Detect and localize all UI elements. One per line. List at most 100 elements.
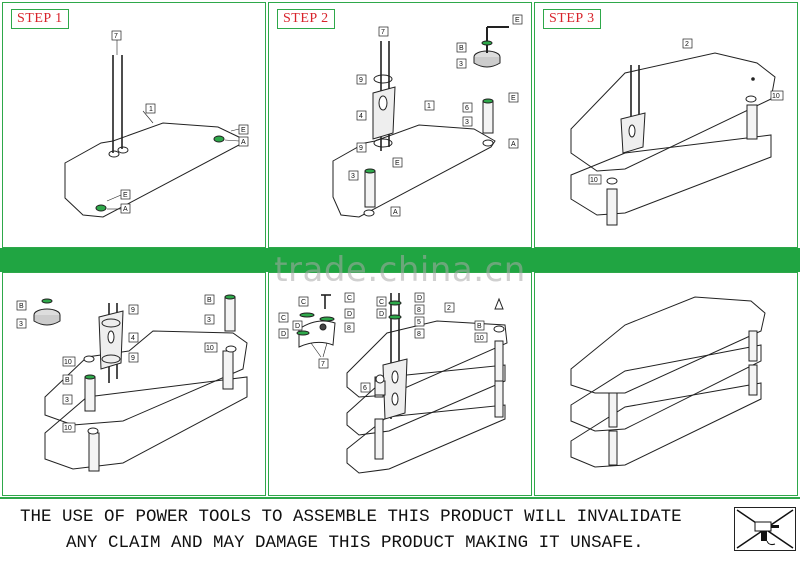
part-tag: 6 xyxy=(462,102,473,113)
part-tag: 4 xyxy=(356,110,367,121)
part-tag: 1 xyxy=(424,100,435,111)
part-tag: 9 xyxy=(128,304,139,315)
svg-text:6: 6 xyxy=(363,385,367,392)
svg-text:E: E xyxy=(395,160,400,167)
step-2-diagram: 7 9 4 9 E 3 E B 3 1 6 E 3 A A xyxy=(332,14,523,218)
part-tag: D xyxy=(344,308,355,319)
part-tag: 7 xyxy=(111,30,122,41)
svg-text:10: 10 xyxy=(476,335,484,342)
svg-text:3: 3 xyxy=(19,321,23,328)
part-tag: E xyxy=(392,157,403,168)
part-tag: 5 xyxy=(414,316,425,327)
step-4-diagram: B 3 9 4 9 10 B 3 10 B 3 10 xyxy=(16,294,248,472)
svg-text:E: E xyxy=(511,95,516,102)
warning-line-2: ANY CLAIM AND MAY DAMAGE THIS PRODUCT MA… xyxy=(66,533,644,553)
part-tag: B xyxy=(204,294,215,305)
svg-text:A: A xyxy=(241,139,246,146)
svg-text:D: D xyxy=(379,311,384,318)
part-tag: D xyxy=(414,292,425,303)
step-3-diagram: 2 10 10 xyxy=(570,38,784,226)
part-tag: 2 xyxy=(682,38,693,49)
part-tag: 8 xyxy=(344,322,355,333)
part-tag: 7 xyxy=(378,26,389,37)
step-1-label: STEP 1 xyxy=(11,9,69,29)
part-tag: 10 xyxy=(474,332,488,343)
panel-step-3: 2 10 10 STEP 3 xyxy=(534,2,798,248)
part-tag: E xyxy=(508,92,519,103)
panel-step-1: 7 1 E A E A STEP 1 xyxy=(2,2,266,248)
svg-text:1: 1 xyxy=(149,106,153,113)
svg-text:10: 10 xyxy=(64,359,72,366)
svg-text:8: 8 xyxy=(347,325,351,332)
panel-step-5: C C C D D D 8 7 C D D 8 5 8 2 B 10 6 xyxy=(268,272,532,496)
svg-text:D: D xyxy=(281,331,286,338)
svg-text:7: 7 xyxy=(321,361,325,368)
svg-text:C: C xyxy=(301,299,306,306)
step-3-label: STEP 3 xyxy=(543,9,601,29)
part-tag: 8 xyxy=(414,328,425,339)
svg-text:E: E xyxy=(123,192,128,199)
svg-text:E: E xyxy=(241,127,246,134)
part-tag: E xyxy=(120,189,131,200)
svg-text:3: 3 xyxy=(65,397,69,404)
part-tag: 3 xyxy=(462,116,473,127)
svg-text:B: B xyxy=(459,45,464,52)
part-tag: C xyxy=(344,292,355,303)
part-tag: C xyxy=(376,296,387,307)
part-tag: 9 xyxy=(356,142,367,153)
svg-text:9: 9 xyxy=(131,355,135,362)
part-tag: 10 xyxy=(62,422,76,433)
svg-text:2: 2 xyxy=(685,41,689,48)
part-tag: 2 xyxy=(444,302,455,313)
part-tag: B xyxy=(474,320,485,331)
part-tag: 4 xyxy=(128,332,139,343)
part-tag: 10 xyxy=(588,174,602,185)
svg-text:10: 10 xyxy=(772,93,780,100)
panel-step-4: B 3 9 4 9 10 B 3 10 B 3 10 xyxy=(2,272,266,496)
svg-text:6: 6 xyxy=(465,105,469,112)
svg-text:C: C xyxy=(347,295,352,302)
svg-text:2: 2 xyxy=(447,305,451,312)
separator-band xyxy=(0,248,800,272)
svg-text:D: D xyxy=(417,295,422,302)
svg-text:9: 9 xyxy=(359,145,363,152)
part-tag: 6 xyxy=(360,382,371,393)
watermark: trade.china.cn xyxy=(274,250,526,290)
svg-text:B: B xyxy=(477,323,482,330)
part-tag: A xyxy=(508,138,519,149)
svg-text:B: B xyxy=(207,297,212,304)
svg-text:9: 9 xyxy=(359,77,363,84)
part-tag: 10 xyxy=(770,90,784,101)
part-tag: B xyxy=(62,374,73,385)
svg-text:C: C xyxy=(281,315,286,322)
part-tag: C xyxy=(298,296,309,307)
part-tag: 8 xyxy=(414,304,425,315)
panel-step-2: 7 9 4 9 E 3 E B 3 1 6 E 3 A A STEP 2 xyxy=(268,2,532,248)
step-1-diagram: 7 1 E A E A xyxy=(64,30,249,218)
part-tag: 3 xyxy=(456,58,467,69)
part-tag: 3 xyxy=(204,314,215,325)
svg-text:3: 3 xyxy=(207,317,211,324)
part-tag: 9 xyxy=(356,74,367,85)
svg-text:4: 4 xyxy=(131,335,135,342)
svg-text:8: 8 xyxy=(417,307,421,314)
svg-text:10: 10 xyxy=(206,345,214,352)
svg-text:A: A xyxy=(393,209,398,216)
svg-text:10: 10 xyxy=(64,425,72,432)
svg-text:3: 3 xyxy=(351,173,355,180)
svg-text:4: 4 xyxy=(359,113,363,120)
svg-text:D: D xyxy=(295,323,300,330)
part-tag: A xyxy=(390,206,401,217)
step-2-label: STEP 2 xyxy=(277,9,335,29)
part-tag: D xyxy=(376,308,387,319)
no-power-tools-icon xyxy=(734,507,796,551)
svg-text:10: 10 xyxy=(590,177,598,184)
svg-text:C: C xyxy=(379,299,384,306)
part-tag: 7 xyxy=(318,358,329,369)
part-tag: B xyxy=(16,300,27,311)
panel-step-6 xyxy=(534,272,798,496)
part-tag: 10 xyxy=(62,356,76,367)
part-tag: A xyxy=(120,203,131,214)
part-tag: B xyxy=(456,42,467,53)
step-6-diagram xyxy=(570,296,766,468)
